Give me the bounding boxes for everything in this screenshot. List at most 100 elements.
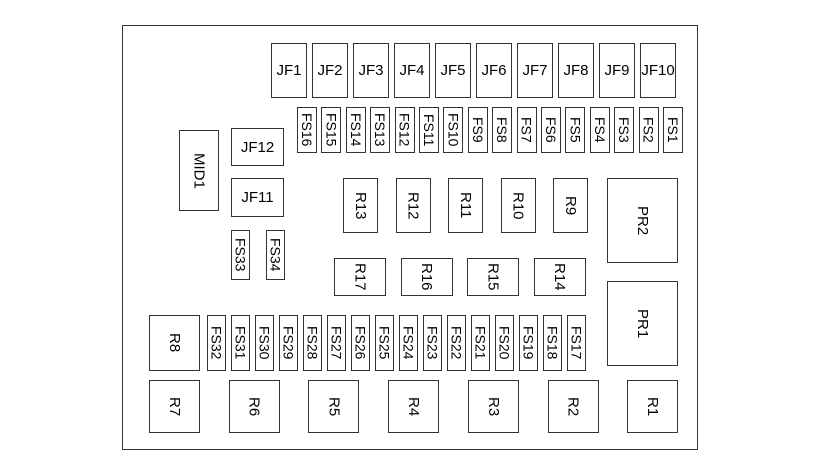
relay: R14 [533, 258, 586, 296]
fuse: FS26 [351, 315, 370, 371]
fuse-label: FS26 [352, 326, 369, 360]
jfuse: JF6 [476, 43, 512, 98]
fuse: FS15 [321, 107, 342, 153]
relay: R2 [547, 380, 599, 433]
fuse-label: FS18 [544, 326, 561, 360]
fuse: FS20 [495, 315, 514, 371]
relay-label: R16 [418, 263, 435, 291]
jfuse-label: JF10 [641, 62, 675, 79]
relay-label: R9 [562, 195, 579, 216]
relay-label: R2 [564, 396, 582, 417]
fuse: FS28 [303, 315, 322, 371]
jfuse-label: JF4 [399, 62, 425, 79]
fuse: FS13 [370, 107, 391, 153]
fuse: FS5 [565, 107, 586, 153]
fuse: FS22 [447, 315, 466, 371]
relay: R11 [448, 178, 483, 233]
fuse: FS12 [394, 107, 415, 153]
relay-label: R6 [245, 396, 263, 417]
jfuse-label: JF9 [604, 62, 630, 79]
fuse-label: FS12 [396, 113, 413, 147]
jfuse: JF11 [231, 178, 284, 217]
fuse-box-outline [122, 25, 698, 450]
fuse: FS21 [471, 315, 490, 371]
relay: R16 [400, 258, 453, 296]
fuse-label: FS13 [372, 113, 389, 147]
relay: R15 [467, 258, 519, 296]
fuse: FS11 [419, 107, 439, 153]
fuse-label: FS28 [304, 326, 321, 360]
fuse-label: FS30 [256, 326, 273, 360]
fuse-label: FS10 [445, 113, 462, 147]
jfuse-label: JF6 [481, 62, 507, 79]
fuse-label: FS21 [472, 326, 489, 360]
fuse-label: FS3 [616, 117, 633, 143]
fuse-label: FS20 [496, 326, 513, 360]
fuse: FS24 [399, 315, 418, 371]
fuse: FS30 [255, 315, 274, 371]
jfuse: JF7 [517, 43, 553, 98]
fuse-label: FS17 [568, 326, 585, 360]
jfuse-label: JF3 [358, 62, 384, 79]
fuse: FS3 [614, 107, 635, 153]
relay: R6 [228, 380, 280, 433]
fuse: FS9 [467, 107, 488, 153]
power-relay-label: PR1 [634, 308, 651, 339]
jfuse: JF3 [353, 43, 389, 98]
jfuse-label: JF5 [440, 62, 466, 79]
relay: R9 [553, 178, 588, 233]
relay-label: R3 [484, 396, 502, 417]
jfuse: JF10 [640, 43, 676, 98]
fuse-label: FS5 [567, 117, 584, 143]
fuse: FS18 [543, 315, 562, 371]
mid-block-label: MID1 [190, 152, 208, 189]
relay-label: R5 [325, 396, 343, 417]
fuse: FS16 [297, 107, 317, 153]
relay: R5 [308, 380, 360, 433]
jfuse-label: JF12 [240, 138, 275, 156]
fuse: FS34 [266, 230, 285, 280]
fuse-label: FS23 [424, 326, 441, 360]
relay: R3 [467, 380, 519, 433]
relay-label: R11 [457, 192, 474, 219]
relay-label: R1 [644, 396, 662, 417]
fuse-label: FS24 [400, 326, 417, 360]
fuse-label: FS31 [232, 326, 249, 360]
relay: R1 [627, 380, 679, 433]
relay-label: R14 [551, 263, 568, 291]
fuse: FS6 [541, 107, 561, 153]
relay: R8 [149, 315, 200, 371]
fuse-label: FS16 [299, 113, 315, 147]
jfuse: JF9 [599, 43, 635, 98]
jfuse: JF2 [312, 43, 348, 98]
fuse: FS27 [327, 315, 346, 371]
fuse-label: FS14 [347, 113, 364, 147]
fuse-label: FS33 [232, 238, 249, 272]
jfuse-label: JF1 [276, 62, 302, 79]
relay-label: R7 [166, 396, 183, 417]
jfuse: JF1 [271, 43, 307, 98]
jfuse-label: JF7 [522, 62, 548, 79]
fuse: FS25 [375, 315, 394, 371]
jfuse-label: JF2 [317, 62, 343, 79]
jfuse: JF8 [558, 43, 594, 98]
fuse: FS32 [207, 315, 226, 371]
jfuse: JF4 [394, 43, 430, 98]
fuse: FS1 [663, 107, 683, 153]
mid-block: MID1 [179, 130, 219, 211]
fuse: FS14 [345, 107, 366, 153]
fuse: FS19 [519, 315, 538, 371]
fuse-label: FS15 [323, 113, 340, 147]
fuse-label: FS27 [328, 326, 345, 360]
relay: R12 [395, 178, 431, 233]
fuse: FS10 [443, 107, 464, 153]
jfuse: JF12 [231, 128, 284, 166]
fuse: FS23 [423, 315, 442, 371]
fuse: FS31 [231, 315, 250, 371]
fuse: FS17 [567, 315, 586, 371]
jfuse-label: JF11 [241, 189, 274, 206]
fuse-label: FS29 [280, 326, 297, 360]
relay: R4 [388, 380, 440, 433]
relay: R10 [500, 178, 536, 233]
power-relay-label: PR2 [634, 205, 651, 236]
